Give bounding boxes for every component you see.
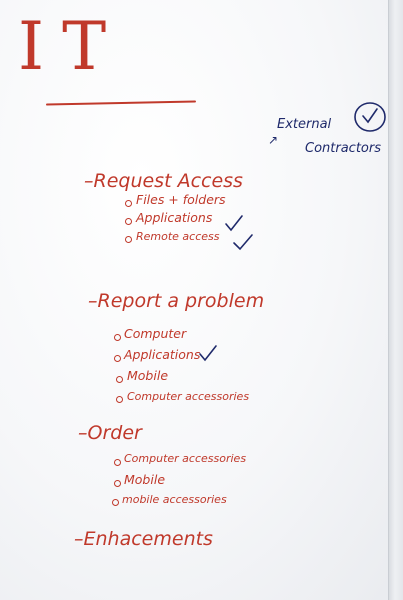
side-note-arrow: ↗ [268,133,279,147]
bullet-icon [125,218,132,225]
bullet-icon [116,376,123,383]
heading-dash: – [84,170,94,192]
board-title: IT [18,8,125,85]
bullet-icon [114,459,121,466]
section-heading-request-access: –Request Access [84,170,243,192]
list-item: Computer [124,326,187,341]
side-note-line1: External [277,117,332,132]
list-item: Applications [124,347,201,362]
bullet-icon [116,396,123,403]
section-heading-report-a-problem: –Report a problem [88,290,265,312]
bullet-icon [114,480,121,487]
whiteboard-frame-edge [388,0,403,600]
section-heading-order: –Order [78,422,142,444]
list-item: Applications [136,210,213,225]
side-note-line2: Contractors [305,141,381,156]
bullet-icon [114,355,121,362]
section-heading-enhacements: –Enhacements [74,528,213,550]
list-item: Remote access [136,230,220,243]
list-item: mobile accessories [122,493,227,506]
bullet-icon [114,334,121,341]
heading-dash: – [74,528,84,550]
bullet-icon [112,499,119,506]
check-icon [232,233,253,251]
list-item: Mobile [124,472,166,487]
list-item: Computer accessories [127,390,250,403]
list-item: Computer accessories [124,452,247,465]
heading-dash: – [88,290,98,312]
list-item: Files + folders [136,192,226,207]
check-icon [224,214,243,232]
title-underline [45,100,197,106]
bullet-icon [125,236,132,243]
check-icon [198,344,217,362]
circled-check-icon [352,100,388,134]
heading-dash: – [78,422,88,444]
bullet-icon [125,200,132,207]
list-item: Mobile [127,368,169,383]
